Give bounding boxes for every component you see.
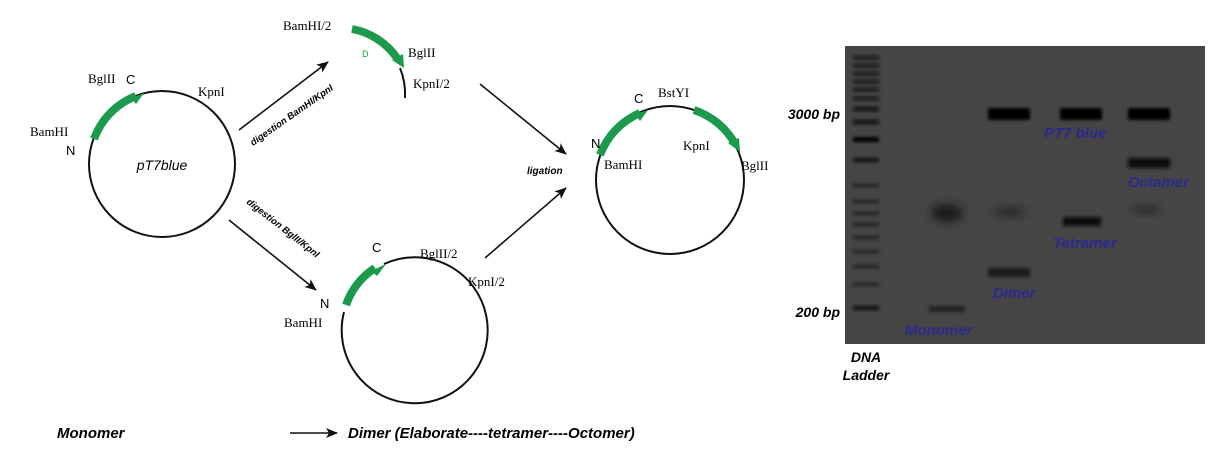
band-octamer-backbone <box>1128 108 1170 120</box>
plasmid-bottom-n-terminus: N <box>320 296 329 311</box>
ladder-band <box>853 236 879 239</box>
gel-label-monomer: Monomer <box>905 322 974 339</box>
band-dimer <box>988 268 1030 277</box>
plasmid-main-n-terminus: N <box>66 143 75 158</box>
fragment-top-insert <box>351 25 401 61</box>
band-dimer-smear <box>993 207 1025 217</box>
ladder-label-line1: DNA <box>851 349 881 365</box>
fragment-top: BamHI/2 D BglII KpnI/2 <box>283 18 450 99</box>
process-arrows: digestion BamHI/KpnI digestion BglII/Kpn… <box>228 61 567 291</box>
plasmid-ligated-bstYI: BstYI <box>658 85 689 100</box>
ladder-band <box>853 158 879 162</box>
ladder-band <box>853 80 879 83</box>
footer-progression-text: Dimer (Elaborate----tetramer----Octomer) <box>348 425 635 442</box>
plasmid-ligated-insert-2-arrow <box>728 138 740 152</box>
step-ligation: ligation <box>527 166 563 177</box>
band-dimer-backbone <box>988 108 1030 120</box>
ladder-band-200 <box>853 306 879 310</box>
gel-background <box>845 46 1205 344</box>
ladder-band <box>853 283 879 286</box>
plasmid-bottom-c-terminus: C <box>372 240 381 255</box>
plasmid-ligated-n-terminus: N <box>591 136 600 151</box>
footer-progression: Monomer Dimer (Elaborate----tetramer----… <box>57 425 635 442</box>
plasmid-main-ring <box>88 90 236 238</box>
band-monomer-smear <box>931 204 963 222</box>
plasmid-bottom-ring <box>340 256 489 405</box>
band-octamer-smear <box>1132 206 1160 214</box>
sample-bands <box>929 108 1170 312</box>
ladder-band <box>853 250 879 253</box>
plasmid-main-kpnI: KpnI <box>198 84 225 99</box>
fragment-top-d-label: D <box>362 49 369 59</box>
arrow-bottom-to-ligation <box>484 187 567 259</box>
band-octamer <box>1128 158 1170 168</box>
arrow-to-fragment-top <box>238 61 329 131</box>
plasmid-main-bamHI: BamHI <box>30 124 68 139</box>
fragment-top-kpnI-half: KpnI/2 <box>413 76 450 91</box>
plasmid-bottom: C BglII/2 KpnI/2 N BamHI <box>284 240 505 405</box>
ladder-band <box>853 72 879 75</box>
arrow-to-plasmid-bottom <box>228 219 317 291</box>
plasmid-main: pT7blue BglII C KpnI BamHI N <box>30 71 236 238</box>
ladder-band <box>853 184 879 187</box>
plasmid-main-insert <box>90 92 138 141</box>
ladder-band <box>853 88 879 91</box>
band-tetramer <box>1063 217 1101 226</box>
marker-3000bp: 3000 bp <box>788 106 841 122</box>
plasmid-ligated-bamHI: BamHI <box>604 157 642 172</box>
ladder-band <box>853 97 879 100</box>
plasmid-ligated-insert-1-arrow <box>635 110 648 121</box>
gel-label-pt7blue: PT7 blue <box>1044 125 1107 142</box>
ladder-band <box>853 64 879 67</box>
step-digestion-top: digestion BamHI/KpnI <box>248 83 335 149</box>
plasmid-main-c-terminus: C <box>126 72 135 87</box>
arrow-top-to-ligation <box>479 83 567 155</box>
gel-panel: PT7 blue Octamer Tetramer Dimer Monomer <box>845 46 1205 344</box>
ladder-band <box>853 212 879 215</box>
gel-sheen <box>845 46 1205 344</box>
plasmid-bottom-bglII-half: BglII/2 <box>420 246 458 261</box>
plasmid-ligated-bglII: BglII <box>741 158 768 173</box>
marker-200bp: 200 bp <box>795 304 841 320</box>
ladder-band <box>853 265 879 268</box>
ladder-band <box>853 120 879 124</box>
footer-monomer: Monomer <box>57 425 126 442</box>
ladder-lane <box>853 56 879 310</box>
plasmid-ligated: C BstYI N KpnI BamHI BglII <box>591 85 768 255</box>
step-digestion-bottom: digestion BglII/KpnI <box>244 197 321 261</box>
ladder-band-3000 <box>853 137 879 142</box>
plasmid-ligated-kpnI: KpnI <box>683 138 710 153</box>
gel-label-octamer: Octamer <box>1128 174 1190 191</box>
plasmid-bottom-bamHI: BamHI <box>284 315 322 330</box>
plasmid-ligated-insert-2 <box>692 106 738 145</box>
fragment-top-bamHI-half: BamHI/2 <box>283 18 331 33</box>
fragment-top-backbone <box>399 67 407 99</box>
ladder-band <box>853 56 879 59</box>
plasmid-main-name: pT7blue <box>136 157 188 173</box>
band-tetramer-backbone <box>1060 108 1102 120</box>
band-monomer <box>929 306 965 312</box>
ladder-band <box>853 223 879 226</box>
ladder-band <box>853 107 879 111</box>
plasmid-bottom-kpnI-half: KpnI/2 <box>468 274 505 289</box>
plasmid-main-bglII: BglII <box>88 71 115 86</box>
plasmid-ligated-insert-1 <box>596 109 642 157</box>
plasmid-bottom-insert-arrow <box>371 264 386 276</box>
ladder-label-line2: Ladder <box>843 367 891 383</box>
ladder-band <box>853 200 879 203</box>
plasmid-ligated-c-terminus: C <box>634 91 643 106</box>
gel-label-dimer: Dimer <box>993 285 1037 302</box>
plasmid-main-insert-arrow <box>131 93 144 104</box>
gel-label-tetramer: Tetramer <box>1053 235 1118 252</box>
plasmid-ligated-ring <box>595 105 745 255</box>
fragment-top-insert-arrow <box>392 54 404 68</box>
plasmid-bottom-insert <box>342 264 378 307</box>
fragment-top-bglII: BglII <box>408 45 435 60</box>
